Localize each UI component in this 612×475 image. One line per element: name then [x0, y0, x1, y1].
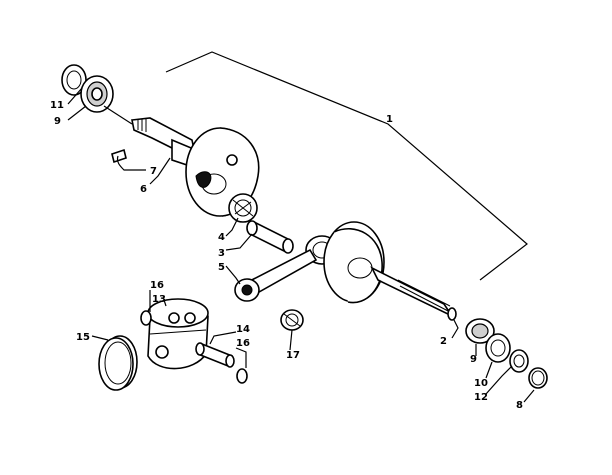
label-part-9-right: 9: [470, 354, 477, 365]
crank-needle-bearing: [228, 193, 258, 223]
label-part-2: 2: [440, 336, 447, 347]
shim-right: [509, 349, 529, 373]
crank-pin: [246, 220, 294, 254]
part-labels: 1 11 9 7 6 4 3 5 16 13 14 16 15 17 2 9 1…: [50, 100, 523, 411]
label-part-3: 3: [218, 248, 225, 259]
bearing-right: [465, 318, 495, 344]
label-part-14: 14: [236, 324, 250, 335]
label-part-13: 13: [152, 294, 166, 305]
piston-rings: [98, 335, 138, 391]
label-part-7: 7: [150, 166, 157, 177]
right-crank-half: [323, 221, 457, 321]
label-part-10: 10: [474, 378, 488, 389]
left-crank-half: [131, 117, 260, 217]
circlip-lower: [236, 368, 248, 384]
label-part-9-left: 9: [54, 116, 61, 127]
leader-lines: [67, 87, 535, 403]
label-part-8: 8: [516, 400, 523, 411]
label-part-4: 4: [218, 232, 225, 243]
piston: [147, 298, 209, 370]
woodruff-key: [111, 148, 127, 164]
retaining-ring-right: [528, 367, 548, 389]
label-part-17: 17: [286, 350, 300, 361]
circlip-upper: [140, 310, 152, 326]
piston-pin: [195, 342, 235, 368]
bearing-left: [80, 75, 114, 113]
label-part-1: 1: [386, 114, 393, 125]
assembly-bracket: [165, 51, 528, 281]
label-part-16-upper: 16: [150, 280, 164, 291]
label-part-5: 5: [218, 262, 225, 273]
small-end-needle-bearing: [280, 309, 304, 331]
label-part-15: 15: [76, 332, 90, 343]
oil-seal-right: [485, 333, 511, 363]
label-part-11: 11: [50, 100, 64, 111]
label-part-6: 6: [140, 184, 147, 195]
label-part-16-lower: 16: [236, 338, 250, 349]
label-part-12: 12: [474, 392, 488, 403]
